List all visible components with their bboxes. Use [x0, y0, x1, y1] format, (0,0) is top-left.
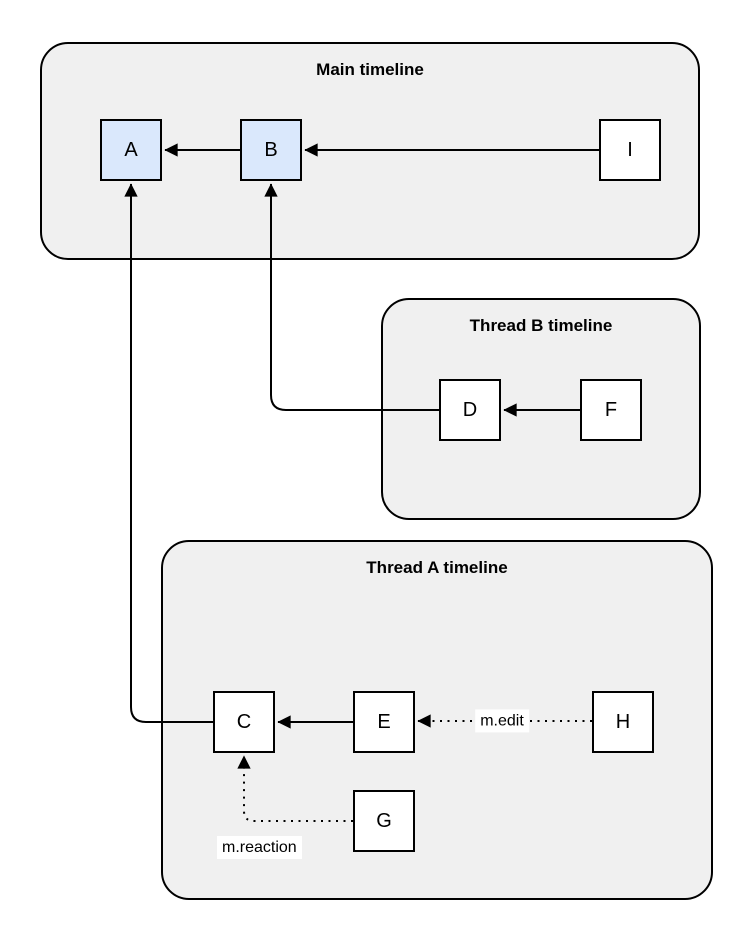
event-node-a: A [100, 119, 162, 181]
event-node-h: H [592, 691, 654, 753]
thread-b-timeline-title: Thread B timeline [469, 316, 613, 335]
main-timeline-title: Main timeline [316, 60, 424, 79]
edge-label-m-reaction: m.reaction [217, 836, 302, 860]
thread-a-timeline-title: Thread A timeline [366, 558, 508, 577]
event-node-e: E [353, 691, 415, 753]
event-node-d: D [439, 379, 501, 441]
event-node-f: F [580, 379, 642, 441]
thread-b-timeline-container: Thread B timeline [381, 298, 701, 520]
edge-label-m-edit: m.edit [475, 709, 529, 733]
event-node-b: B [240, 119, 302, 181]
event-node-c: C [213, 691, 275, 753]
event-node-i: I [599, 119, 661, 181]
event-node-g: G [353, 790, 415, 852]
